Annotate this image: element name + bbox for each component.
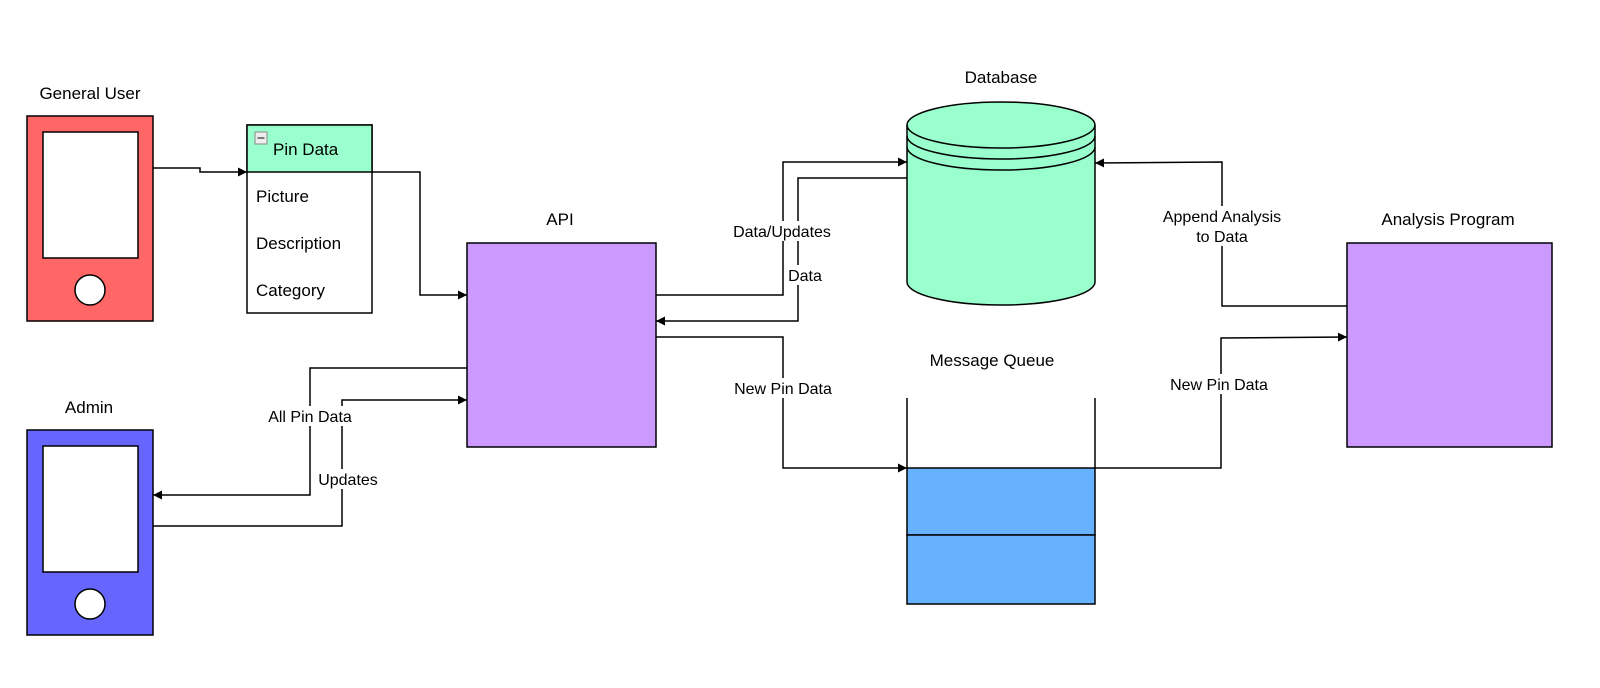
edge-label-api-to-queue: New Pin Data bbox=[734, 381, 832, 398]
edge-user-to-pindata bbox=[153, 167, 247, 177]
admin-screen bbox=[42, 445, 139, 573]
database-ring-3 bbox=[906, 146, 1096, 171]
database-ring-2 bbox=[906, 135, 1096, 160]
edge-database-to-api bbox=[656, 177, 907, 326]
edge-pindata-to-api bbox=[372, 171, 467, 300]
api-box[interactable] bbox=[466, 242, 657, 448]
general-user-label: General User bbox=[39, 84, 140, 103]
edge-queue-to-analysis bbox=[1095, 332, 1348, 469]
general-user-home-button bbox=[74, 274, 106, 306]
edge-label-bg-updates bbox=[314, 469, 382, 489]
edge-label-bg-data bbox=[785, 265, 825, 285]
queue-slot-1 bbox=[906, 467, 1096, 536]
edge-api-to-queue bbox=[656, 336, 907, 473]
database-ring-1 bbox=[906, 124, 1096, 149]
database-body bbox=[906, 101, 1096, 306]
pin-data-field-description: Description bbox=[256, 234, 341, 253]
edge-label-append-analysis-line1: Append Analysis bbox=[1163, 209, 1281, 226]
edge-label-append-analysis-line2: to Data bbox=[1196, 229, 1248, 246]
collapse-icon[interactable] bbox=[254, 131, 268, 145]
pin-data-title: Pin Data bbox=[273, 140, 339, 159]
edge-label-all-pin-data: All Pin Data bbox=[268, 409, 352, 426]
edge-label-updates: Updates bbox=[318, 472, 378, 489]
admin-home-button bbox=[74, 588, 106, 620]
edge-label-bg-api-queue bbox=[727, 378, 839, 398]
edge-label-data: Data bbox=[788, 268, 822, 285]
edge-label-bg-all-pin-data bbox=[263, 406, 356, 426]
edge-label-bg-queue-analysis bbox=[1163, 374, 1275, 394]
pin-data-field-category: Category bbox=[256, 281, 325, 300]
general-user-screen bbox=[42, 131, 139, 259]
message-queue-label: Message Queue bbox=[930, 351, 1055, 370]
queue-slot-2 bbox=[906, 534, 1096, 605]
pin-data-field-picture: Picture bbox=[256, 187, 309, 206]
edge-api-to-admin bbox=[153, 367, 467, 500]
message-queue[interactable] bbox=[906, 398, 1096, 605]
edge-label-queue-to-analysis: New Pin Data bbox=[1170, 377, 1268, 394]
general-user-node[interactable] bbox=[26, 115, 154, 322]
edge-admin-to-api bbox=[153, 395, 467, 527]
database-cylinder[interactable] bbox=[906, 101, 1096, 306]
database-label: Database bbox=[965, 68, 1038, 87]
analysis-program-label: Analysis Program bbox=[1381, 210, 1514, 229]
edge-label-bg-data-updates bbox=[727, 221, 838, 241]
edge-label-bg-append bbox=[1156, 206, 1288, 246]
admin-node[interactable] bbox=[26, 429, 154, 636]
pin-data-header bbox=[246, 124, 373, 173]
pin-data-table[interactable]: Pin Data Picture Description Category bbox=[246, 124, 373, 314]
analysis-program-box[interactable] bbox=[1346, 242, 1553, 448]
api-label: API bbox=[546, 210, 573, 229]
edge-label-data-updates: Data/Updates bbox=[733, 224, 831, 241]
admin-label: Admin bbox=[65, 398, 113, 417]
